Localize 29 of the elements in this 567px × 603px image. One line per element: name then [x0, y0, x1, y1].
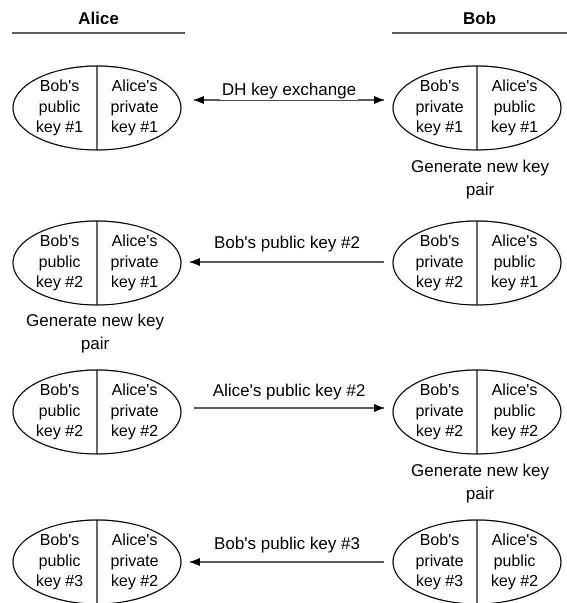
key-label: Bob's public key #2: [34, 380, 84, 442]
key-label: Alice's private key #2: [109, 380, 160, 442]
key-label: Alice's public key #2: [490, 380, 540, 442]
edge-label: DH key exchange: [220, 80, 358, 100]
key-label: Bob's private key #2: [414, 380, 465, 442]
key-label: Alice's private key #2: [109, 530, 160, 592]
step-note: Generate new key pair: [410, 460, 550, 505]
edge-label: Alice's public key #2: [210, 381, 368, 401]
key-label: Bob's private key #3: [414, 530, 465, 592]
key-label: Alice's private key #1: [109, 76, 160, 138]
step-note: Generate new key pair: [410, 156, 550, 201]
arrow: [190, 258, 384, 266]
arrow: [190, 558, 384, 566]
step-note: Generate new key pair: [25, 310, 165, 355]
column-heading: Alice: [77, 8, 120, 30]
arrow: [194, 404, 384, 412]
edge-label: Bob's public key #2: [212, 233, 362, 253]
key-label: Bob's private key #1: [414, 76, 465, 138]
edge-label: Bob's public key #3: [212, 534, 362, 554]
key-label: Alice's private key #1: [109, 232, 160, 294]
key-label: Bob's private key #2: [414, 232, 465, 294]
key-label: Alice's public key #1: [490, 232, 540, 294]
key-label: Bob's public key #2: [34, 232, 84, 294]
key-label: Bob's public key #1: [34, 76, 84, 138]
column-heading: Bob: [462, 8, 498, 30]
key-label: Bob's public key #3: [34, 530, 84, 592]
arrow: [194, 96, 384, 104]
key-label: Alice's public key #1: [490, 76, 540, 138]
key-label: Alice's public key #2: [490, 530, 540, 592]
